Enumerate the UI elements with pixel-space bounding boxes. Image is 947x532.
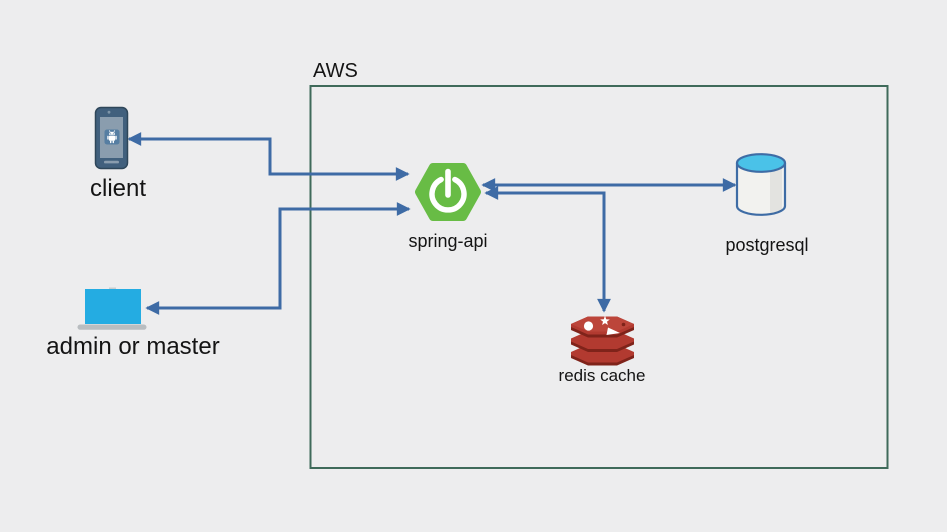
- database-cylinder-icon: [735, 153, 787, 216]
- redis-node-label: redis cache: [558, 366, 646, 385]
- spring-api-node-label: spring-api: [408, 231, 488, 251]
- redis-stack-icon: [571, 315, 634, 366]
- aws-group-boundary: [309, 85, 889, 469]
- postgresql-node-label: postgresql: [725, 235, 809, 255]
- android-robot-glyph: [107, 130, 117, 144]
- edge-spring-api-redis: [484, 186, 611, 313]
- client-node-label: client: [89, 175, 147, 202]
- spring-boot-icon: [415, 163, 481, 221]
- aws-group-label: AWS: [313, 60, 358, 82]
- admin-node-label: admin or master: [46, 333, 220, 360]
- power-symbol-glyph: [429, 168, 467, 213]
- redis-top-glyphs: [583, 315, 626, 335]
- edge-client-spring-api: [127, 132, 410, 181]
- android-phone-icon: [94, 106, 129, 170]
- edge-admin-spring-api: [145, 202, 411, 315]
- laptop-icon: [77, 287, 147, 330]
